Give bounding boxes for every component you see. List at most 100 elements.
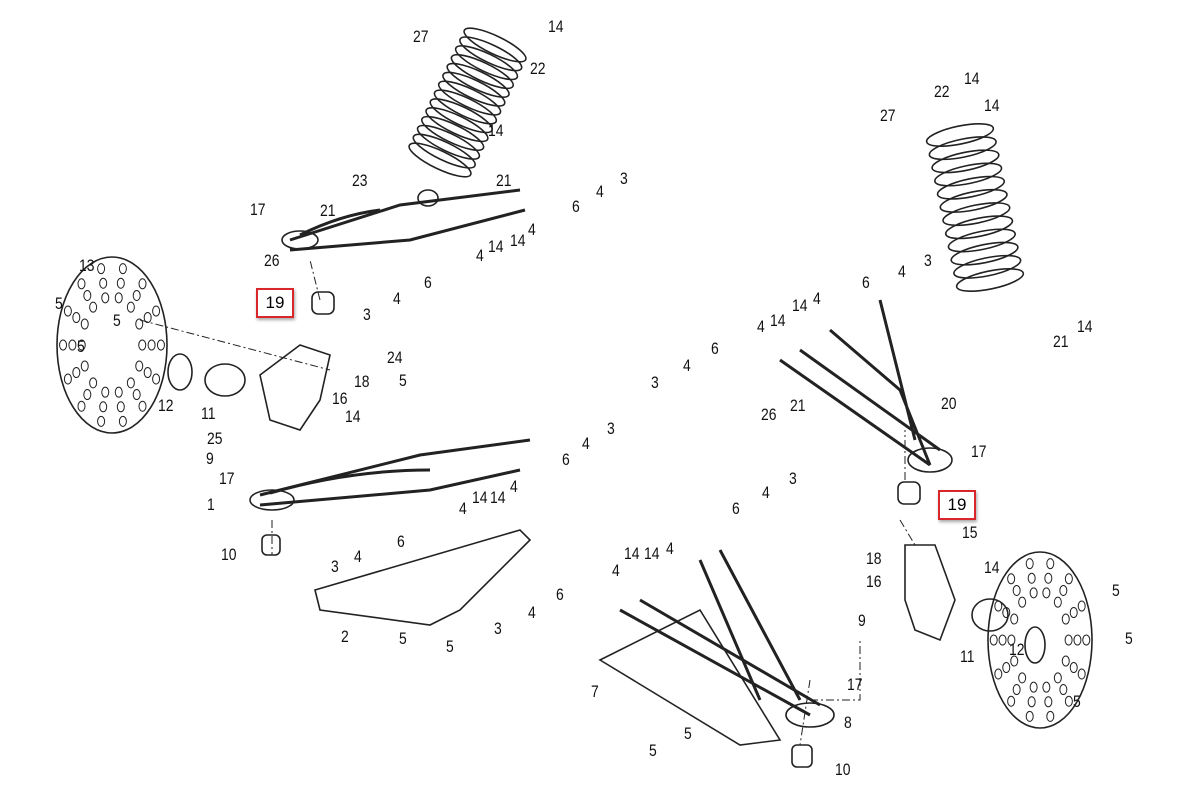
part-callout: 4 [666, 539, 674, 558]
disc-hole [156, 339, 165, 351]
part-callout: 21 [320, 201, 336, 220]
disc-hole [1027, 572, 1036, 584]
disc-hole [989, 634, 998, 646]
disc-hole [68, 339, 77, 351]
part-callout: 14 [345, 407, 361, 426]
disc-hole [116, 401, 125, 413]
disc-hole [998, 634, 1007, 646]
part-callout: 16 [332, 389, 348, 408]
highlighted-part-callout[interactable]: 19 [938, 490, 976, 520]
part-callout: 4 [596, 182, 604, 201]
part-callout: 4 [612, 561, 620, 580]
part-callout: 23 [352, 171, 368, 190]
spring-coil [947, 228, 1016, 253]
spring-coil [950, 241, 1019, 266]
disc-hole [126, 377, 135, 389]
part-callout: 5 [399, 629, 407, 648]
disc-hole [1029, 681, 1038, 693]
disc-hole [1059, 584, 1068, 596]
disc-hole [97, 415, 106, 427]
part-callout: 17 [847, 675, 863, 694]
part-callout: 3 [924, 251, 932, 270]
disc-hole [152, 373, 161, 385]
disc-hole [83, 389, 92, 401]
part-callout: 20 [941, 394, 957, 413]
disc-hole [101, 386, 110, 398]
spring-coil [429, 98, 493, 134]
part-callout: 14 [490, 488, 506, 507]
disc-hole [1012, 684, 1021, 696]
disc-hole [63, 373, 72, 385]
disc-hole [114, 292, 123, 304]
disc-hole [59, 339, 68, 351]
spring-coil [420, 115, 485, 152]
part-callout: 3 [363, 305, 371, 324]
spring-coil [437, 80, 502, 116]
part-callout: 6 [711, 339, 719, 358]
part-callout: 27 [880, 106, 896, 125]
disc-hole [77, 278, 86, 290]
part-callout: 21 [496, 171, 512, 190]
disc-hole [1059, 684, 1068, 696]
part-callout: 6 [732, 499, 740, 518]
part-callout: 11 [960, 647, 975, 666]
part-callout: 4 [683, 356, 691, 375]
part-callout: 4 [762, 483, 770, 502]
left-knuckle [167, 344, 331, 431]
part-callout: 8 [844, 713, 852, 732]
disc-hole [152, 305, 161, 317]
spring-coil [425, 107, 489, 143]
disc-hole [1044, 696, 1053, 708]
part-callout: 14 [488, 237, 504, 256]
part-callout: 17 [971, 442, 987, 461]
left-skid-plate [314, 529, 532, 626]
part-callout: 14 [770, 311, 786, 330]
part-callout: 5 [446, 637, 454, 656]
highlighted-part-callout[interactable]: 19 [256, 288, 294, 318]
disc-outline [56, 256, 168, 434]
part-callout: 17 [250, 200, 266, 219]
disc-hole [80, 360, 89, 372]
part-callout: 18 [354, 372, 370, 391]
disc-hole [118, 415, 127, 427]
disc-hole [1077, 600, 1086, 612]
disc-hole [1061, 655, 1070, 667]
part-callout: 3 [607, 419, 615, 438]
part-callout: 4 [813, 289, 821, 308]
part-callout: 5 [1073, 692, 1081, 711]
disc-hole [80, 318, 89, 330]
part-callout: 4 [393, 289, 401, 308]
disc-hole [1018, 596, 1027, 608]
part-callout: 14 [548, 17, 564, 36]
spring-coil [953, 254, 1022, 279]
disc-hole [77, 339, 86, 351]
part-callout: 14 [1077, 317, 1093, 336]
spring-coil [936, 175, 1006, 200]
ball-joints [261, 291, 921, 768]
disc-outline [987, 551, 1093, 729]
right-brake-disc [987, 551, 1093, 729]
part-callout: 4 [510, 477, 518, 496]
part-callout: 5 [399, 371, 407, 390]
disc-hole [1010, 655, 1019, 667]
disc-hole [138, 400, 147, 412]
disc-hole [1046, 558, 1055, 570]
disc-hole [101, 292, 110, 304]
disc-hole [143, 366, 152, 378]
spring-coil [955, 268, 1025, 292]
left-lower-a-arm [249, 438, 531, 511]
disc-hole [99, 401, 108, 413]
part-callout: 5 [77, 337, 85, 356]
part-callout: 2 [341, 627, 349, 646]
part-callout: 6 [572, 197, 580, 216]
spring-coil [433, 89, 498, 125]
part-callout: 14 [984, 558, 1000, 577]
spring-coil [450, 53, 515, 90]
disc-hole [1007, 634, 1016, 646]
disc-hole [89, 301, 98, 313]
part-callout: 3 [331, 557, 339, 576]
disc-hole [138, 278, 147, 290]
part-callout: 3 [494, 619, 502, 638]
disc-hole [1007, 573, 1016, 585]
part-callout: 4 [898, 262, 906, 281]
